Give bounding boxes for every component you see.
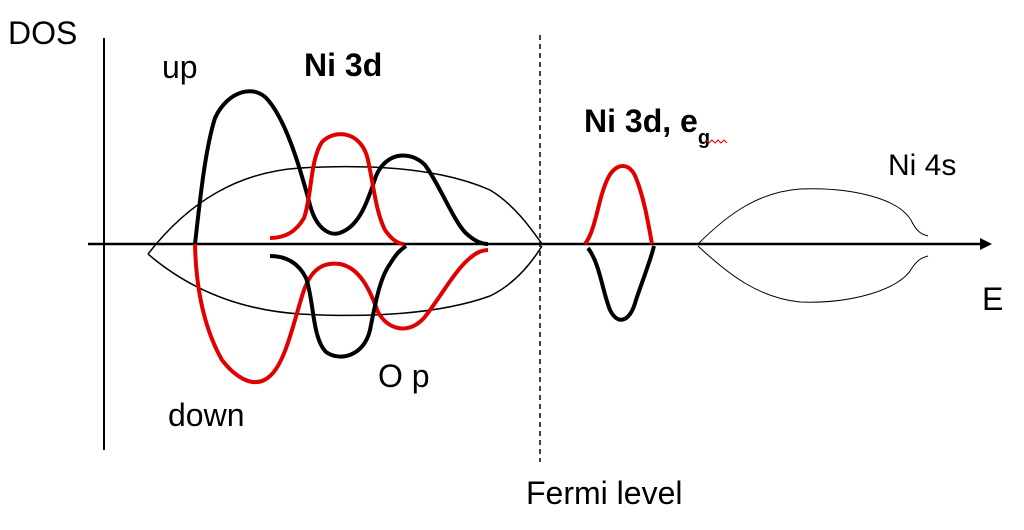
ni3d-eg-main: Ni 3d, e: [584, 103, 698, 139]
ni3d-down-peak-1: [193, 243, 489, 385]
ni4s-band-lower: [697, 245, 929, 303]
ni3d-down-black: [269, 244, 408, 359]
ni3d-up-peak-1: [193, 89, 489, 246]
ni3d-eg-down: [586, 245, 656, 322]
op-label: O p: [378, 358, 430, 394]
ni3d-up-red: [269, 132, 405, 246]
ni3d-eg-label: Ni 3d, eg: [584, 103, 710, 149]
ni3d-eg-subscript: g: [698, 127, 710, 149]
o-p-band-upper: [147, 165, 543, 255]
ni4s-label: Ni 4s: [888, 149, 956, 182]
spellcheck-squiggle: [705, 139, 728, 144]
fermi-level-label: Fermi level: [526, 475, 682, 511]
down-label: down: [168, 397, 245, 433]
energy-axis-label: E: [982, 281, 1003, 317]
dos-axis-label: DOS: [8, 15, 77, 51]
ni4s-band-upper: [697, 188, 929, 245]
up-label: up: [162, 49, 198, 85]
ni3d-label: Ni 3d: [304, 47, 382, 83]
ni3d-eg-up: [583, 164, 654, 246]
o-p-band-lower: [147, 245, 543, 317]
